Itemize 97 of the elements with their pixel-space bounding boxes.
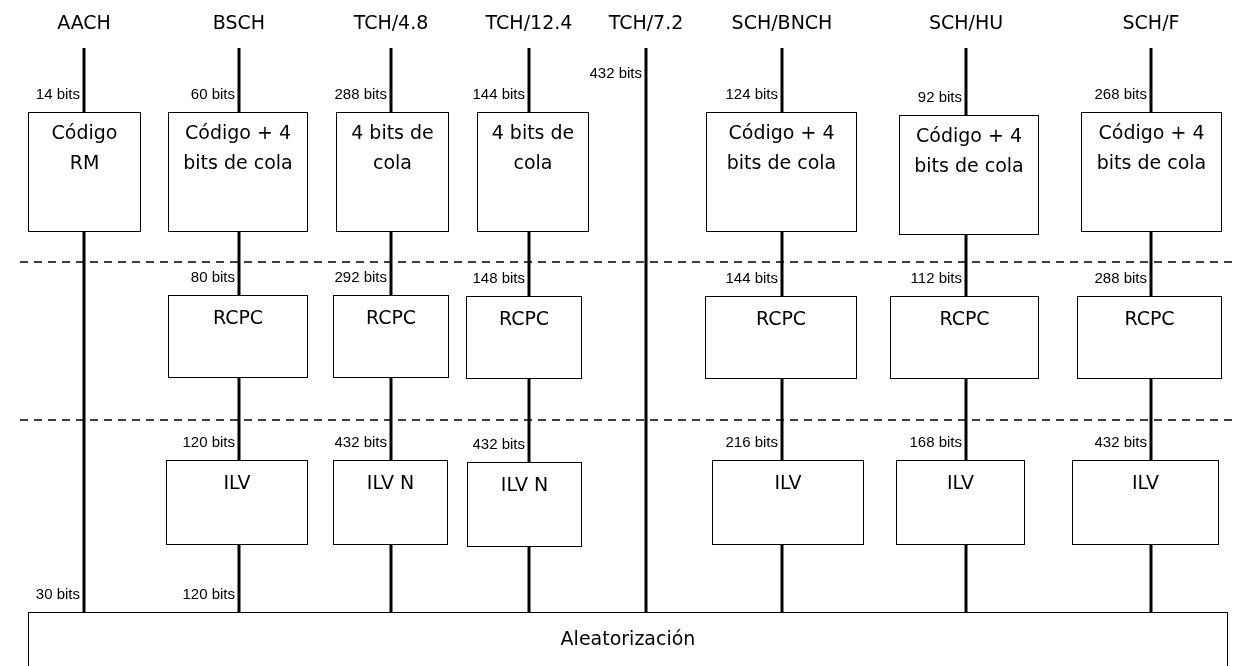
box-label: Código RM	[50, 120, 119, 175]
edge-label: 14 bits	[35, 85, 80, 103]
connector-line	[237, 545, 241, 612]
channel-label: TCH/7.2	[608, 10, 684, 35]
connector-line	[780, 48, 784, 112]
connector-line	[527, 379, 531, 462]
edge-label: 288 bits	[334, 85, 387, 103]
edge-label: 144 bits	[472, 85, 525, 103]
edge-label: 112 bits	[910, 269, 962, 287]
box-label: 4 bits de cola	[490, 120, 576, 175]
edge-label: 432 bits	[589, 64, 642, 82]
edge-label: 288 bits	[1094, 269, 1147, 287]
connector-line	[1149, 48, 1153, 112]
box-label: RCPC	[1123, 306, 1176, 331]
process-box	[705, 296, 857, 379]
edge-label: 144 bits	[725, 269, 778, 287]
edge-label: 92 bits	[917, 88, 962, 106]
process-box	[166, 460, 308, 545]
box-label: ILV	[222, 470, 252, 495]
channel-label: BSCH	[212, 10, 266, 35]
box-label: RCPC	[754, 306, 808, 331]
process-box	[1077, 296, 1222, 379]
process-box	[333, 295, 449, 378]
process-box	[336, 112, 449, 232]
process-box	[477, 112, 589, 232]
connector-line	[1149, 232, 1153, 296]
connector-line	[964, 48, 968, 115]
edge-label: 148 bits	[472, 269, 525, 287]
process-box	[28, 612, 1228, 666]
connector-line	[527, 48, 531, 112]
process-box	[467, 462, 582, 547]
box-label: Aleatorización	[559, 626, 697, 651]
edge-label: 432 bits	[472, 435, 525, 453]
box-label: RCPC	[211, 305, 265, 330]
channel-label: SCH/F	[1122, 10, 1180, 35]
edge-label: 124 bits	[725, 85, 778, 103]
edge-label: 60 bits	[190, 85, 235, 103]
channel-label: TCH/4.8	[353, 10, 429, 35]
connector-line	[237, 232, 241, 295]
process-box	[168, 112, 308, 232]
process-box	[466, 296, 582, 379]
box-label: RCPC	[938, 306, 991, 331]
connector-line	[964, 545, 968, 612]
edge-label: 432 bits	[1094, 433, 1147, 451]
box-label: RCPC	[497, 306, 551, 331]
connector-line	[237, 378, 241, 460]
process-box	[706, 112, 857, 232]
connector-line	[964, 379, 968, 460]
process-box	[168, 295, 308, 378]
box-label: ILV N	[499, 472, 550, 497]
connector-line	[389, 545, 393, 612]
box-label: Código + 4 bits de cola	[1095, 120, 1208, 175]
edge-label: 292 bits	[334, 268, 387, 286]
connector-line	[82, 232, 86, 612]
connector-line	[527, 232, 531, 296]
connector-line	[780, 232, 784, 296]
box-label: ILV N	[365, 470, 416, 495]
process-box	[333, 460, 448, 545]
connector-line	[82, 48, 86, 112]
edge-label: 120 bits	[182, 433, 235, 451]
edge-label: 30 bits	[35, 585, 80, 603]
edge-label: 120 bits	[182, 585, 235, 603]
connector-line	[527, 547, 531, 612]
connector-line	[780, 379, 784, 460]
process-box	[1072, 460, 1219, 545]
connector-line	[644, 48, 648, 612]
connector-line	[964, 235, 968, 296]
connector-line	[1149, 545, 1153, 612]
channel-label: AACH	[57, 10, 111, 35]
box-label: Código + 4 bits de cola	[182, 120, 294, 175]
channel-label: TCH/12.4	[485, 10, 573, 35]
edge-label: 80 bits	[190, 268, 235, 286]
channel-label: SCH/BNCH	[731, 10, 833, 35]
box-label: ILV	[1130, 470, 1161, 495]
process-box	[899, 115, 1039, 235]
process-box	[896, 460, 1025, 545]
connector-line	[780, 545, 784, 612]
box-label: Código + 4 bits de cola	[913, 123, 1025, 178]
process-box	[1081, 112, 1222, 232]
connector-line	[237, 48, 241, 112]
edge-label: 168 bits	[909, 433, 962, 451]
box-label: Código + 4 bits de cola	[725, 120, 838, 175]
edge-label: 268 bits	[1094, 85, 1147, 103]
edge-label: 432 bits	[334, 433, 387, 451]
channel-label: SCH/HU	[928, 10, 1004, 35]
process-box	[28, 112, 141, 232]
box-label: ILV	[773, 470, 803, 495]
process-box	[890, 296, 1039, 379]
connector-line	[1149, 379, 1153, 460]
box-label: RCPC	[364, 305, 418, 330]
box-label: 4 bits de cola	[350, 120, 435, 175]
connector-line	[389, 378, 393, 460]
box-label: ILV	[945, 470, 976, 495]
process-box	[712, 460, 864, 545]
edge-label: 216 bits	[725, 433, 778, 451]
connector-line	[389, 48, 393, 112]
connector-line	[389, 232, 393, 295]
